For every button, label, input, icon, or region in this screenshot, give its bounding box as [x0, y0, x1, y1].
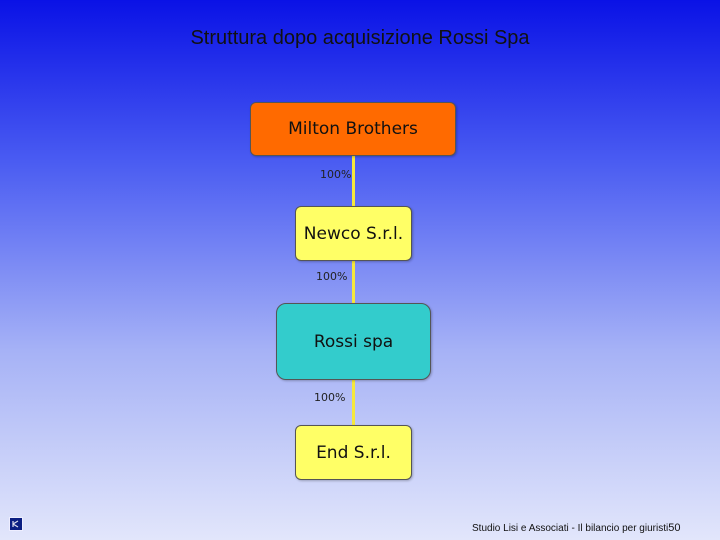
node-end-srl: End S.r.l. [295, 425, 412, 480]
page-number: 50 [668, 522, 681, 534]
studio-logo-icon [9, 517, 23, 531]
node-label: Milton Brothers [288, 119, 418, 139]
ownership-percent: 100% [320, 168, 352, 181]
slide-title: Struttura dopo acquisizione Rossi Spa [190, 27, 530, 49]
node-label: Rossi spa [313, 331, 394, 352]
footer-text: Studio Lisi e Associati - Il bilancio pe… [472, 523, 669, 534]
node-rossi-spa: Rossi spa [276, 303, 431, 380]
connector-line [352, 260, 355, 304]
ownership-percent: 100% [316, 270, 348, 283]
ownership-percent: 100% [314, 391, 346, 404]
footer: Studio Lisi e Associati - Il bilancio pe… [472, 522, 680, 534]
node-label: Newco S.r.l. [303, 223, 404, 244]
connector-line [352, 379, 355, 426]
node-newco: Newco S.r.l. [295, 206, 412, 261]
node-milton-brothers: Milton Brothers [250, 102, 456, 156]
connector-line [352, 155, 355, 207]
node-label: End S.r.l. [316, 442, 391, 463]
